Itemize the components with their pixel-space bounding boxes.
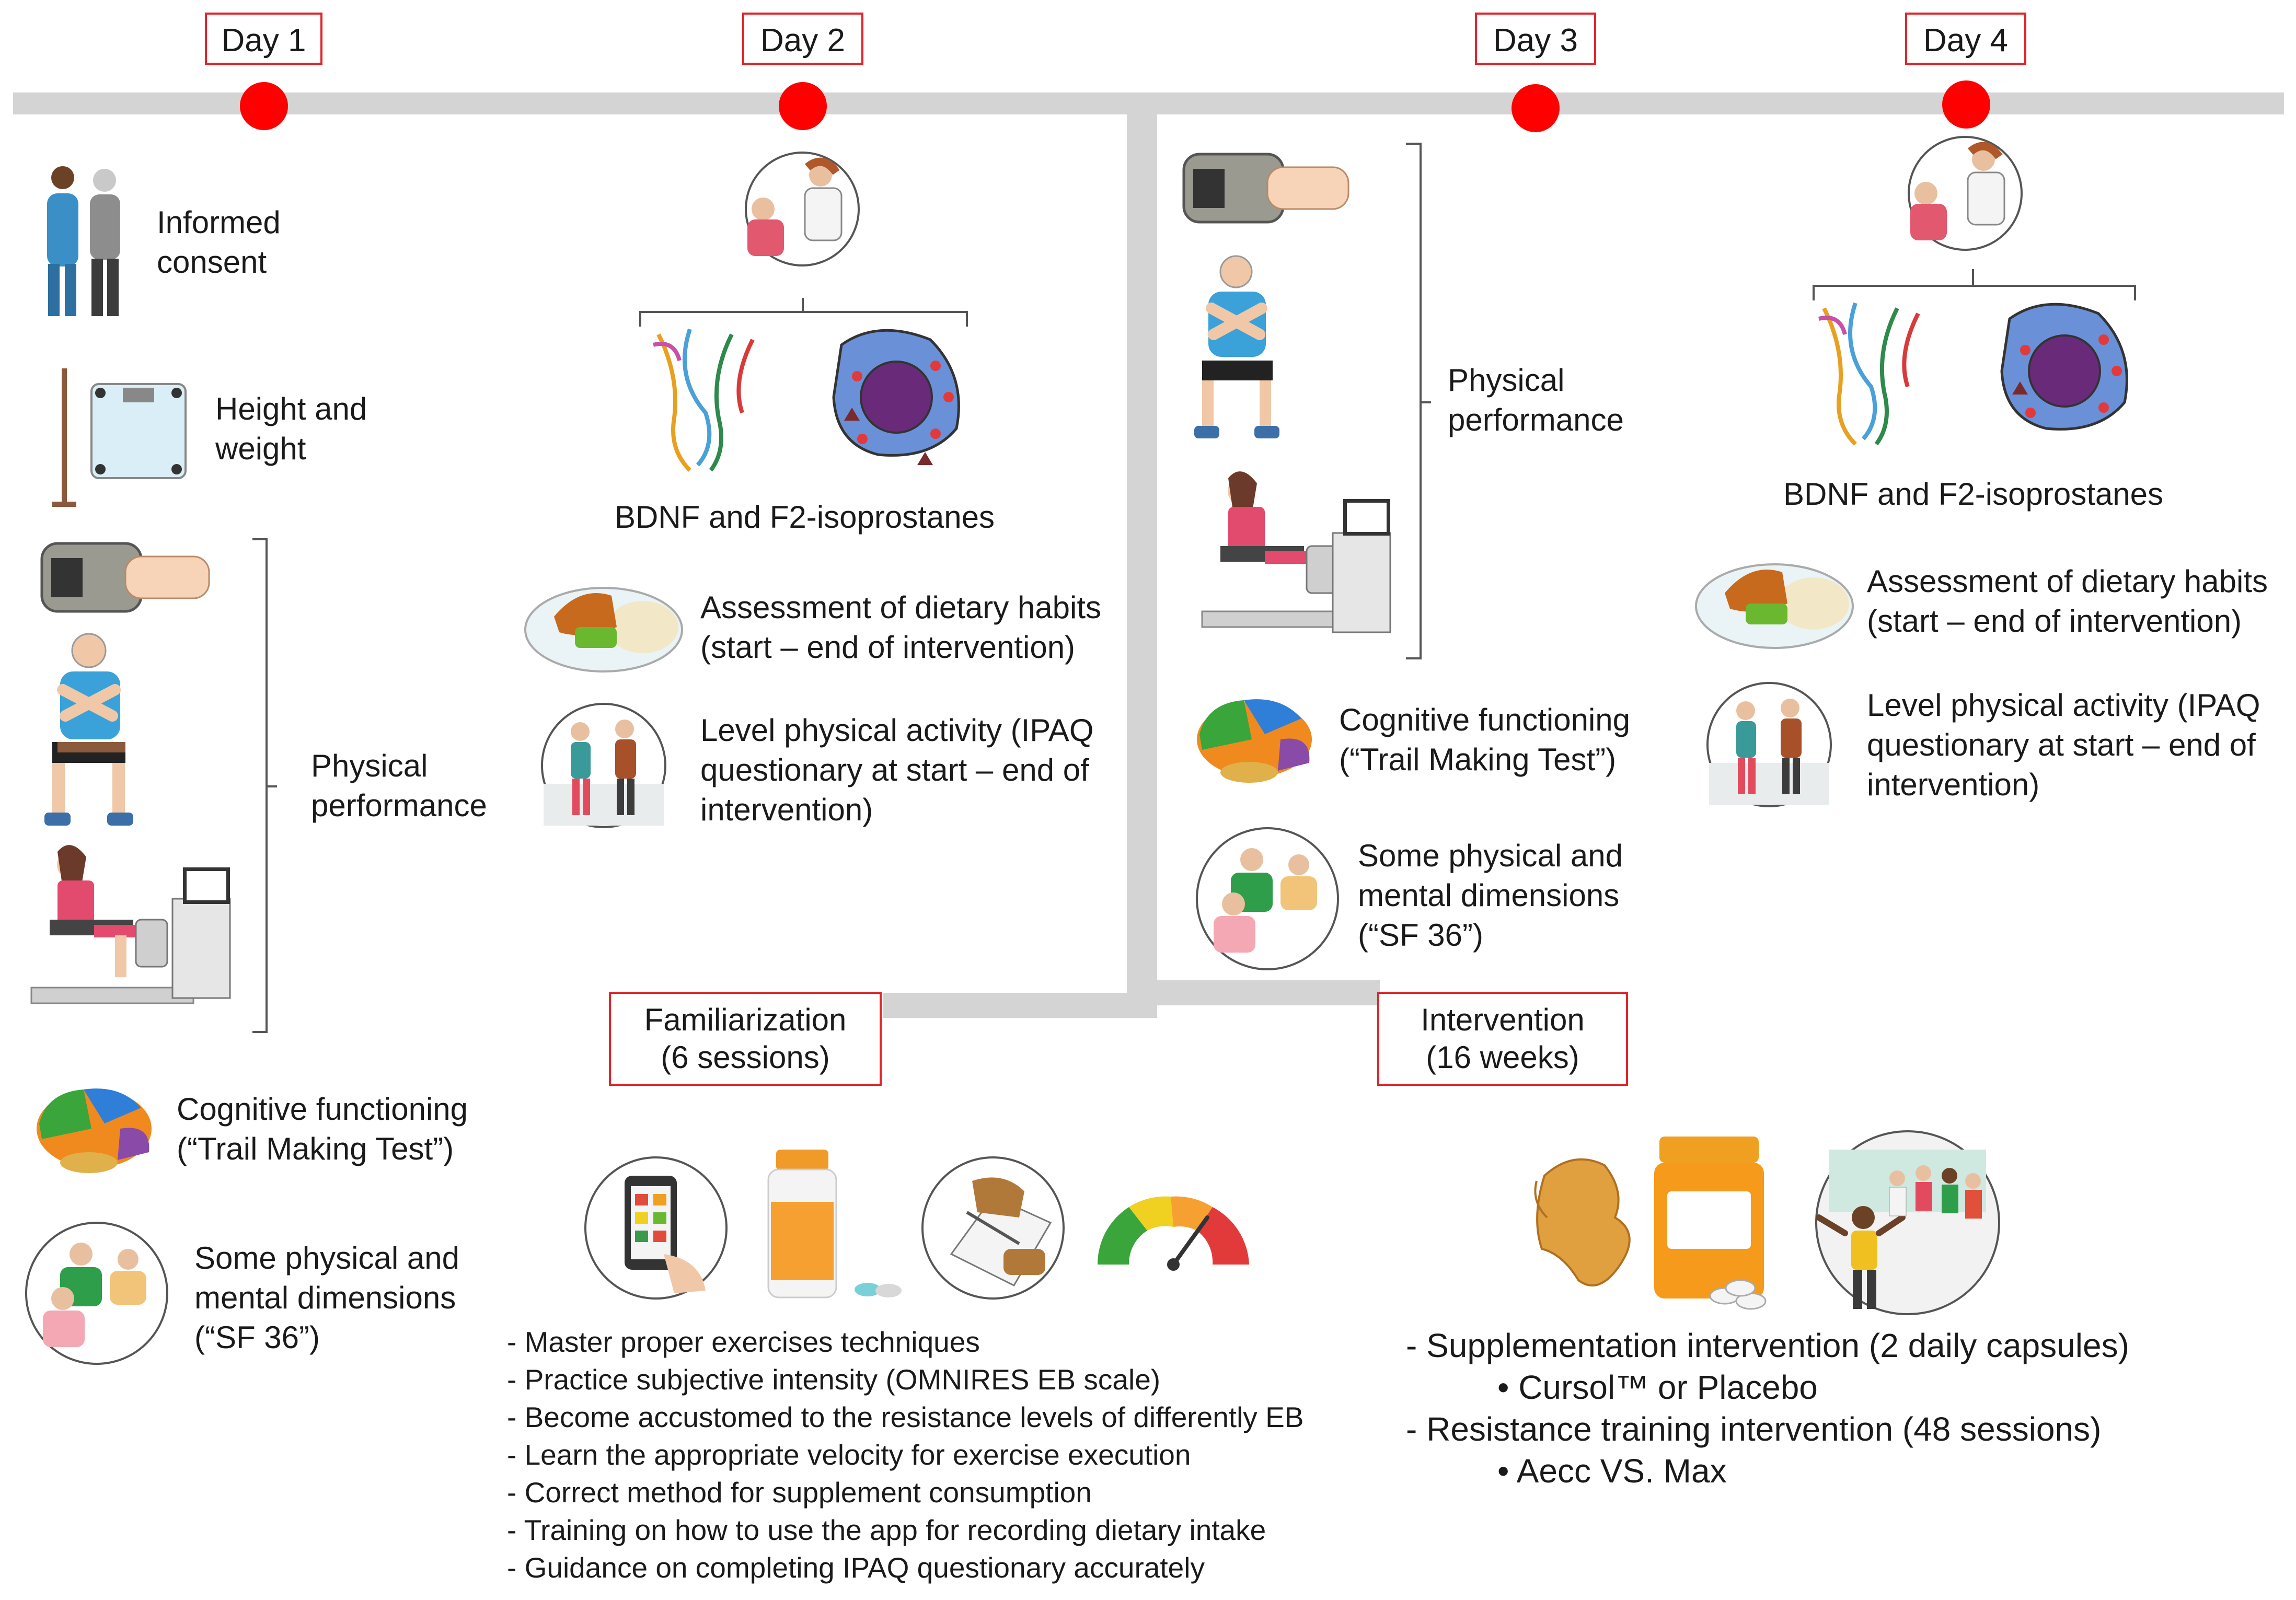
training-item: - Resistance training intervention (48 s… [1406,1410,2102,1448]
day1-cognitive-label: Cognitive functioning(“Trail Making Test… [177,1092,468,1167]
consent-people-icon [47,166,120,316]
day1-label: Day 1 [205,13,322,65]
day4-label: Day 4 [1905,13,2026,65]
list-item: - Learn the appropriate velocity for exe… [507,1439,1191,1471]
intervention-connector [1127,980,1380,1005]
sf36-group-icon-day3 [1196,827,1339,970]
day3-marker [1512,84,1560,132]
day2-biomarkers-label: BDNF and F2-isoprostanes [615,500,995,535]
group-exercise-icon [1815,1130,2000,1315]
day4-bracket [1813,269,2136,300]
isokinetic-machine-icon [30,845,231,1004]
dietary-plate-icon-day4 [1695,563,1854,649]
familiarization-duration: (6 sessions) [661,1040,830,1075]
isokinetic-machine-icon-day3 [1201,471,1391,633]
dynamometer-icon-day3 [1182,153,1349,224]
familiarization-box: Familiarization (6 sessions) [609,992,882,1086]
list-item: - Become accustomed to the resistance le… [507,1401,1304,1433]
day1-marker [240,82,288,130]
intervention-duration: (16 weeks) [1426,1040,1579,1075]
day2-dietary-label: Assessment of dietary habits(start – end… [700,590,1102,665]
blood-draw-icon-day4 [1908,136,2023,251]
day3-bracket [1406,143,1431,659]
scale-icon [52,368,187,507]
day1-bracket [252,538,277,1033]
intervention-list: - Supplementation intervention (2 daily … [1406,1325,2129,1492]
supplementation-item: - Supplementation intervention (2 daily … [1406,1327,2129,1364]
familiarization-list: - Master proper exercises techniques - P… [507,1323,1303,1586]
dietary-plate-icon [524,587,683,673]
turmeric-root-icon [1534,1158,1631,1286]
list-item: - Guidance on completing IPAQ questionar… [507,1551,1205,1584]
chair-stand-icon-day3 [1194,255,1279,438]
list-item: - Practice subjective intensity (OMNIRES… [507,1363,1161,1396]
writing-form-icon [921,1156,1065,1300]
day4-biomarkers-label: BDNF and F2-isoprostanes [1783,477,2163,512]
phone-app-icon [584,1156,728,1300]
timeline-bar [13,92,2284,114]
dynamometer-icon [40,542,210,613]
day4-marker [1942,80,1990,129]
training-arm-item: • Aecc VS. Max [1497,1452,1727,1490]
cell-icon [832,329,960,465]
sf36-group-icon [25,1222,168,1365]
intervention-title: Intervention [1421,1002,1585,1037]
walking-couple-icon [541,703,666,828]
brain-icon-day3 [1197,699,1312,783]
cell-icon-day4 [2000,303,2128,431]
chair-stand-icon [44,633,133,826]
brain-icon [37,1088,152,1173]
list-item: - Correct method for supplement consumpt… [507,1476,1092,1509]
supplement-bottle-icon [767,1150,902,1298]
bdnf-protein-icon [653,328,755,472]
day2-bracket [639,298,968,327]
blood-draw-icon [745,152,860,266]
day2-marker [779,82,827,130]
list-item: - Master proper exercises techniques [507,1326,980,1358]
intensity-gauge-icon [1097,1196,1249,1271]
intervention-box: Intervention (16 weeks) [1377,992,1628,1086]
list-item: - Training on how to use the app for rec… [507,1514,1266,1546]
supplement-arm-item: • Cursol™ or Placebo [1497,1369,1818,1406]
supplement-bottle-icon-intervention [1654,1137,1767,1310]
day2-label: Day 2 [742,13,863,65]
familiarization-title: Familiarization [644,1002,847,1037]
day3-label: Day 3 [1475,13,1596,65]
walking-couple-icon-day4 [1706,682,1832,807]
phase-divider-vertical [1127,114,1157,1003]
day4-dietary-label: Assessment of dietary habits(start – end… [1867,564,2268,639]
day3-cognitive-label: Cognitive functioning(“Trail Making Test… [1339,702,1631,778]
bdnf-protein-icon-day4 [1818,302,1920,446]
familiarization-connector [883,993,1157,1018]
